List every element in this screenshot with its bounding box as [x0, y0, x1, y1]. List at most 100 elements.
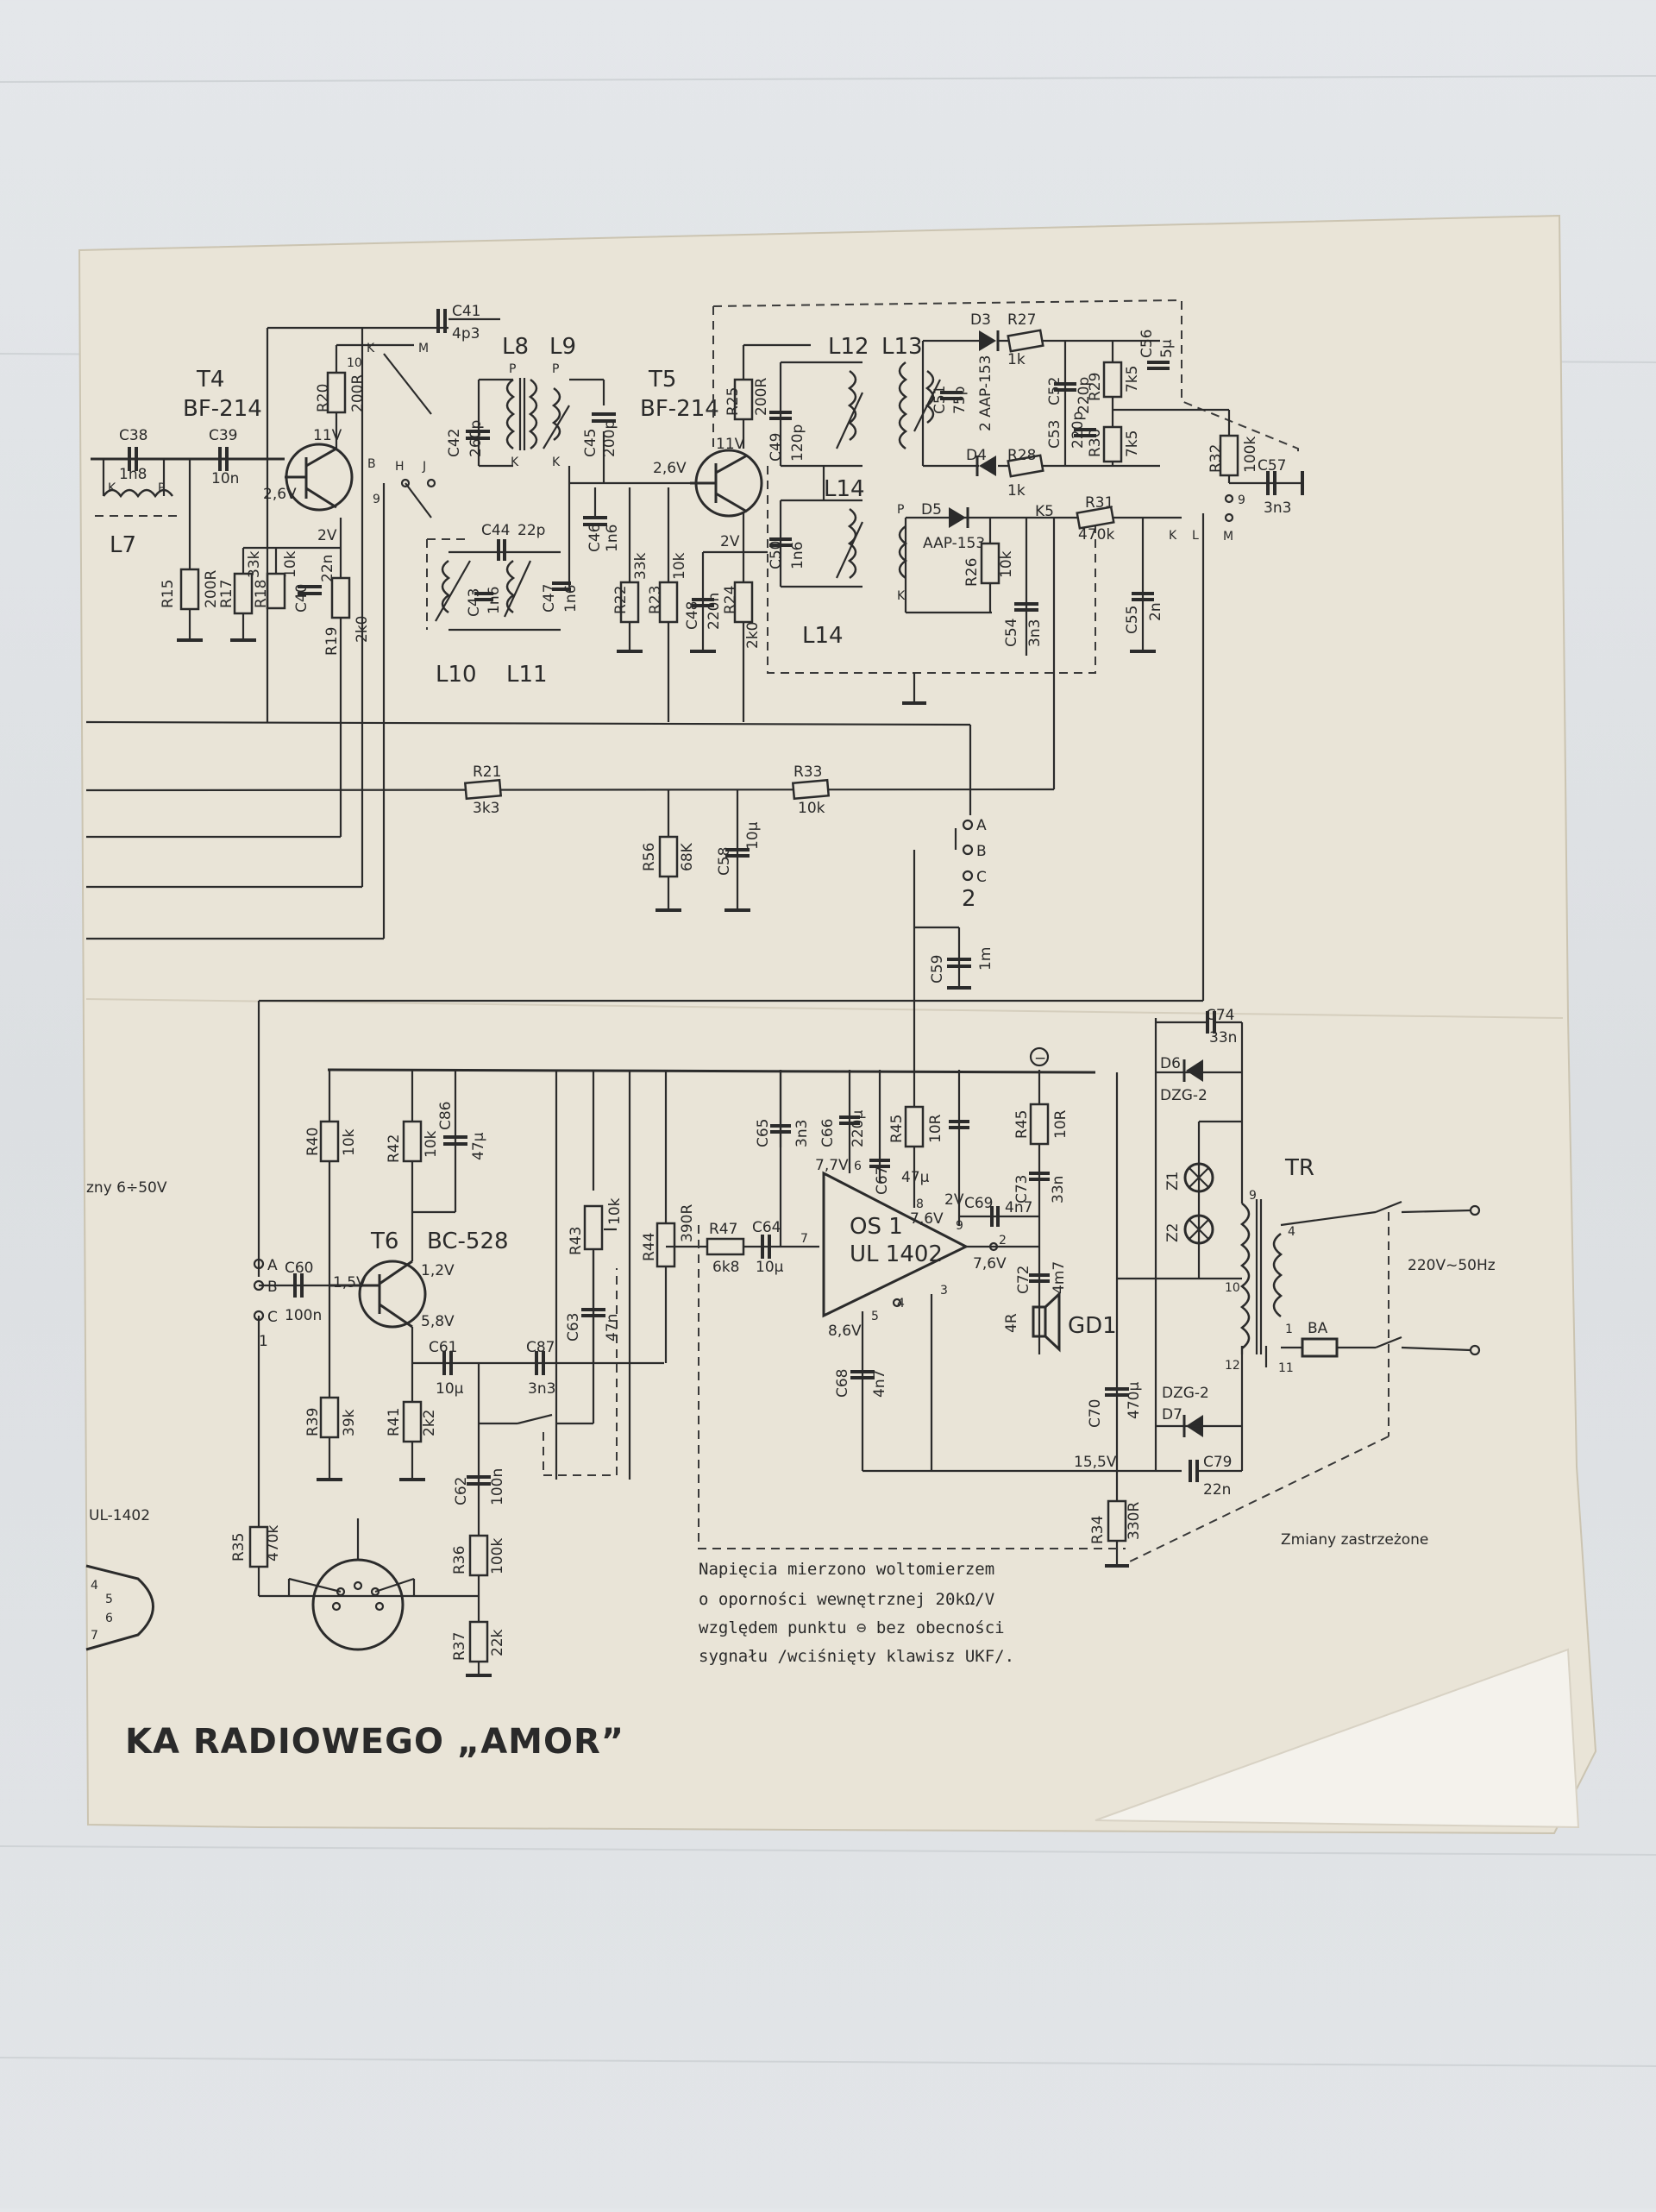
minus-point [1029, 1046, 1050, 1067]
t6-ref: T6 [370, 1229, 398, 1254]
c68-val: 4n7 [871, 1370, 888, 1398]
l14-label-upper: L14 [824, 476, 865, 502]
k5-label: K5 [1035, 503, 1054, 520]
c62-val: 100n [489, 1468, 506, 1505]
r36-val: 100k [489, 1538, 506, 1574]
c64-ref: C64 [752, 1219, 781, 1236]
svg-text:9: 9 [1238, 493, 1245, 507]
c53-ref: C53 [1046, 419, 1063, 449]
r24-ref: R24 [722, 586, 739, 614]
c48-ref: C48 [684, 600, 701, 630]
t4-type: BF-214 [183, 396, 262, 422]
c86-val: 47µ [470, 1132, 487, 1160]
r30-val: 7k5 [1124, 430, 1141, 457]
r39-val: 10k [341, 1128, 358, 1156]
c61-ref: C61 [429, 1339, 458, 1356]
r24-val: 2k0 [744, 622, 762, 649]
lamp-z1 [1183, 1162, 1214, 1193]
svg-text:10: 10 [347, 356, 362, 370]
note-line-3: względem punktu ⊖ bez obecności [699, 1618, 1005, 1637]
c40-val: 22n [319, 555, 336, 582]
d4-val: 2 AAP-153 [977, 355, 994, 431]
r22-val: 33k [632, 552, 649, 580]
t4-vb: 2,6V [263, 486, 297, 503]
c63-ref: C63 [565, 1312, 582, 1342]
c70-ref: C72 [1015, 1265, 1032, 1294]
r21-val: 3k3 [473, 800, 499, 817]
c60-ref: C60 [285, 1260, 314, 1277]
c49-ref: C49 [768, 432, 785, 462]
lamp-z1-label: Z1 [1164, 1172, 1182, 1191]
r29-val: 7k5 [1124, 366, 1141, 393]
r17-ref: R17 [218, 580, 235, 608]
c45-ref: C45 [582, 428, 599, 457]
t4-vc: 11V [313, 427, 342, 444]
c44-val: 22p [518, 522, 545, 539]
note-line-4: sygnału /wciśnięty klawisz UKF/. [699, 1647, 1014, 1666]
r36-ref: R36 [451, 1546, 468, 1574]
r23-ref: R23 [647, 586, 664, 614]
c50-ref: C50 [768, 540, 785, 569]
c49-val: 120p [789, 424, 806, 462]
svg-text:6: 6 [105, 1612, 113, 1625]
d3-ref: D3 [970, 311, 991, 329]
r42-ref: R43 [568, 1227, 585, 1255]
fuse-label: BA [1308, 1320, 1328, 1337]
v-c69: 2V [944, 1191, 964, 1209]
c59-val: 1m [977, 947, 994, 971]
changes-remark: Zmiany zastrzeżone [1281, 1531, 1428, 1549]
svg-text:B: B [367, 457, 376, 471]
v-pin8: 7,6V [910, 1210, 944, 1228]
svg-text:B: B [976, 843, 987, 860]
svg-text:4: 4 [91, 1579, 98, 1593]
svg-text:3: 3 [940, 1284, 948, 1298]
svg-text:A: A [976, 817, 987, 834]
r43-ref: R44 [641, 1233, 658, 1261]
l13-label: L13 [881, 334, 923, 360]
svg-text:7: 7 [91, 1629, 98, 1643]
svg-text:L: L [1192, 529, 1199, 543]
v-supply: 15,5V [1074, 1454, 1117, 1471]
v-pin2: 7,6V [973, 1255, 1007, 1273]
svg-text:K: K [897, 589, 906, 603]
r25-ref: R25 [724, 387, 742, 416]
tr-primary [1239, 1203, 1251, 1349]
svg-text:11: 11 [1278, 1361, 1294, 1375]
speaker-ref: GD1 [1068, 1313, 1117, 1339]
transformer-ref: TR [1284, 1155, 1314, 1181]
c70-val: 4m7 [1051, 1261, 1068, 1294]
r37-ref: R37 [451, 1632, 468, 1661]
speaker-imp: 4R [1003, 1313, 1020, 1333]
d3-symbol [979, 330, 996, 351]
c57-ref: C57 [1258, 457, 1287, 474]
svg-text:H: H [395, 460, 405, 474]
c54-val: 3n3 [1026, 619, 1044, 647]
audio-section: − zny 6÷50V R40 10k R39 39k R42 10k C86 … [85, 1007, 1496, 1677]
svg-text:9: 9 [373, 493, 380, 506]
c43-val: 1n6 [486, 587, 503, 614]
c69-val: 4n7 [1005, 1199, 1032, 1216]
t5-vc: 11V [716, 436, 745, 453]
svg-text:2: 2 [962, 886, 976, 912]
svg-text:9: 9 [1249, 1189, 1257, 1203]
l7-label: L7 [110, 532, 136, 558]
c47-ref: C47 [541, 583, 558, 613]
ic-pinout [85, 1564, 154, 1651]
svg-text:8: 8 [916, 1197, 924, 1211]
paper-sheet [78, 214, 1597, 1835]
svg-text:B: B [267, 1279, 278, 1296]
r17-val: 33k [246, 550, 263, 578]
c65-ref: C65 [755, 1118, 772, 1147]
t6-vc: 1,2V [421, 1262, 455, 1279]
r28-val: 1k [1007, 482, 1026, 500]
svg-text:P: P [552, 362, 559, 376]
svg-text:M: M [418, 342, 429, 355]
svg-text:6: 6 [854, 1159, 862, 1173]
svg-text:J: J [422, 460, 426, 474]
r47-val: 6k8 [712, 1259, 739, 1276]
r47-ref: R47 [709, 1221, 737, 1238]
r30-ref: R30 [1087, 429, 1104, 457]
svg-text:P: P [897, 503, 904, 517]
r34-val: 330R [1126, 1502, 1143, 1540]
